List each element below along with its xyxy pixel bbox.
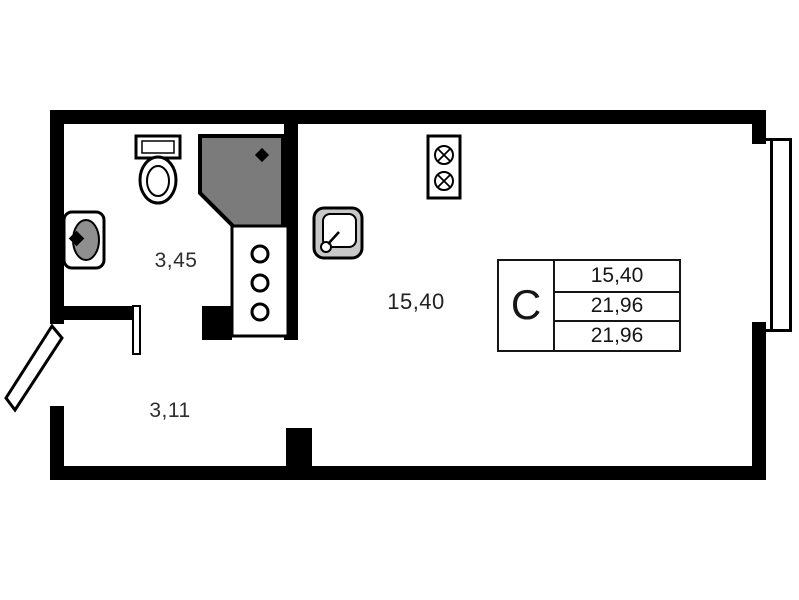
kitchen-sink: [312, 206, 364, 260]
apartment-type-letter: С: [499, 261, 555, 350]
shower-head-icon: [254, 147, 270, 163]
legend-total-area-with-balcony: 21,96: [555, 320, 679, 350]
stove: [426, 134, 462, 200]
wall-top: [50, 110, 766, 124]
burner-icon: [434, 171, 454, 191]
toilet-tank-inner: [141, 140, 175, 154]
wall-bathroom-south-left: [64, 306, 140, 320]
toilet: [134, 134, 182, 205]
room-label-living: 15,40: [387, 289, 445, 314]
bathroom-sink: [62, 210, 106, 270]
legend-total-area: 21,96: [555, 290, 679, 321]
wall-bathroom-south-right: [202, 306, 232, 340]
wall-right-lower: [752, 322, 766, 480]
window-line-outer: [789, 138, 792, 332]
burner-cross: [437, 148, 451, 162]
wall-left-upper: [50, 110, 64, 324]
legend-living-area: 15,40: [590, 263, 644, 287]
burner-cross: [437, 174, 451, 188]
shaft-hole-icon: [250, 244, 270, 264]
bathroom-door-leaf: [132, 305, 141, 355]
area-legend: С 15,40 21,96 21,96: [497, 259, 681, 352]
room-label-hallway: 3,11: [149, 399, 191, 422]
room-label-bathroom: 3,45: [154, 249, 198, 272]
sink-drain-icon: [68, 230, 85, 247]
window-cap-bottom: [766, 329, 792, 332]
entrance-door-leaf: [4, 323, 64, 413]
wall-right-upper: [752, 110, 766, 144]
faucet-spout: [327, 231, 340, 245]
utility-shaft: [230, 224, 290, 338]
faucet-icon: [320, 241, 332, 253]
shaft-hole-icon: [250, 273, 270, 293]
shower-body: [198, 134, 285, 230]
burner-icon: [434, 145, 454, 165]
shaft-hole-icon: [250, 302, 270, 322]
toilet-bowl-inner: [146, 165, 170, 197]
wall-left-lower: [50, 406, 64, 480]
window-cap-top: [766, 138, 792, 141]
window-line-inner: [770, 138, 773, 332]
wall-bottom: [50, 466, 766, 480]
wall-stub-bottom: [286, 428, 312, 466]
window: [766, 138, 792, 332]
shower-cabin: [198, 134, 285, 230]
